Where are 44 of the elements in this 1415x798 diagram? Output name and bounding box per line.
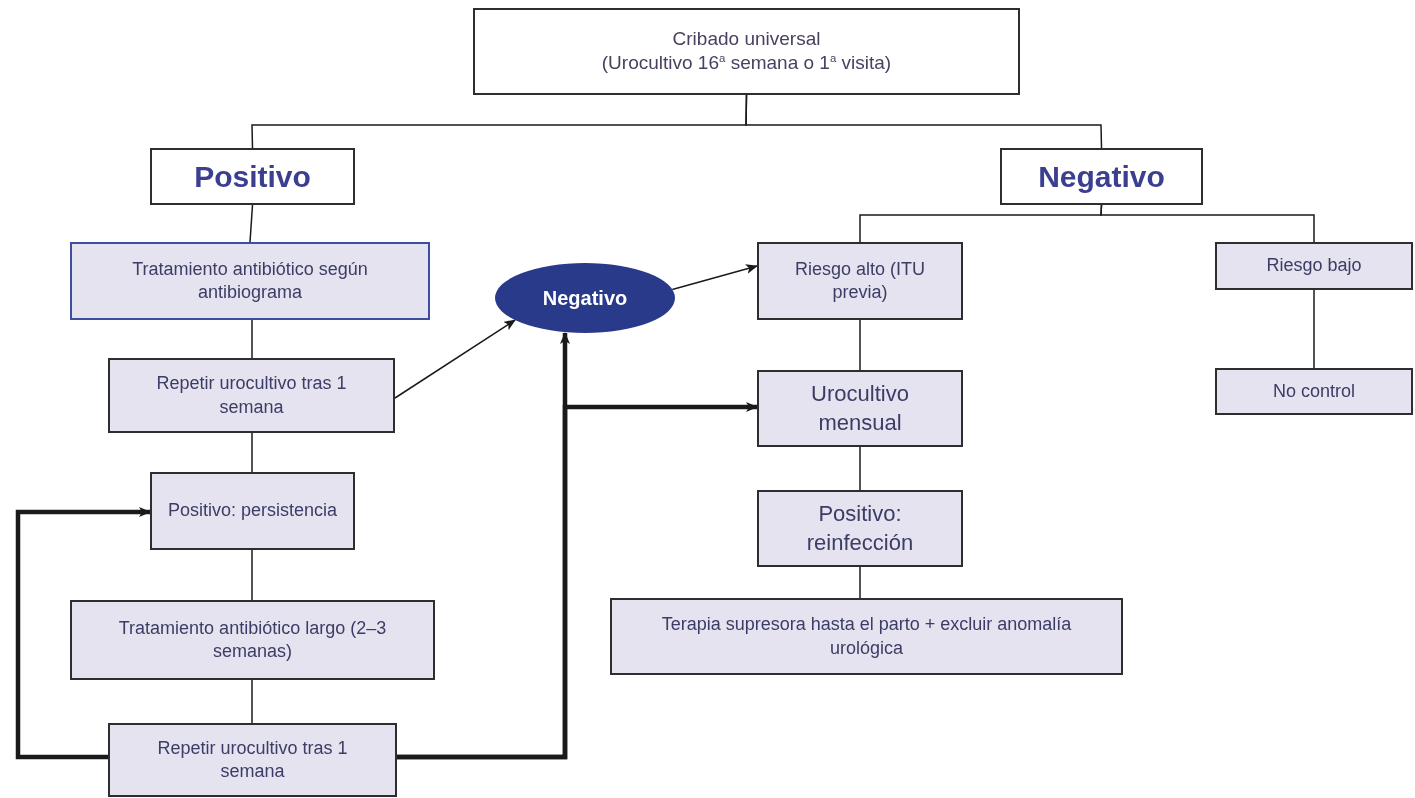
- process-box: [757, 490, 963, 567]
- connector-line: [859, 319, 861, 371]
- node-text: Terapia supresora hasta el parto + excluir anomalía urológica: [660, 613, 1073, 660]
- process-box: [70, 600, 435, 680]
- node-text: Repetir urocultivo tras 1 semana: [156, 736, 349, 783]
- process-box: [108, 723, 397, 797]
- connector-line: [1313, 289, 1315, 369]
- process-box: [70, 242, 430, 320]
- connector-line: [251, 319, 253, 359]
- node-text: Positivo: reinfección: [805, 499, 915, 557]
- node-text: Cribado universal: [672, 26, 821, 51]
- process-box: [150, 472, 355, 550]
- connector-line: [745, 94, 1103, 149]
- process-box: [757, 242, 963, 320]
- node-text: Riesgo bajo: [1266, 254, 1362, 278]
- process-box: [1215, 368, 1413, 415]
- process-box: [1000, 148, 1203, 205]
- arrow: [394, 319, 516, 399]
- node-text: Riesgo alto (ITU previa): [793, 257, 926, 304]
- process-box: [757, 370, 963, 447]
- connector-line: [249, 204, 254, 243]
- process-box: [108, 358, 395, 433]
- process-box: [610, 598, 1123, 675]
- node-text: Tratamiento antibiótico según antibiograma: [131, 257, 369, 304]
- node-text: Negativo: [542, 286, 628, 311]
- process-box: [150, 148, 355, 205]
- node-text: Positivo: persistencia: [167, 499, 338, 523]
- node-text: Negativo: [1038, 159, 1165, 195]
- node-text: No control: [1272, 379, 1355, 403]
- node-text: Tratamiento antibiótico largo (2–3 semanas): [117, 616, 388, 663]
- node-text: Urocultivo mensual: [810, 379, 910, 437]
- connector-line: [1100, 204, 1315, 243]
- arrow: [397, 402, 758, 760]
- process-box: [1215, 242, 1413, 290]
- connector-line: [251, 549, 253, 601]
- connector-line: [251, 432, 253, 473]
- connector-line: [859, 566, 861, 599]
- connector-line: [251, 679, 253, 724]
- process-box: [473, 8, 1020, 95]
- node-text: (Urocultivo 16$^{a}$ semana o 1$^{a}$ visita): [601, 51, 892, 76]
- node-text: Positivo: [194, 159, 311, 195]
- arrow: [15, 507, 151, 760]
- connector-line: [859, 446, 861, 491]
- node-text: Repetir urocultivo tras 1 semana: [155, 372, 348, 419]
